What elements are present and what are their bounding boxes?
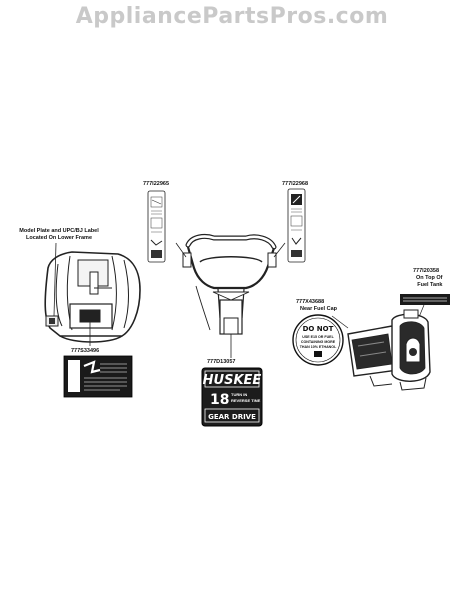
- model-plate-leader-line: [53, 242, 57, 317]
- fuel-warning-line1: USE E15 OR FUEL: [302, 335, 334, 339]
- fuel-cap-do-not-text: DO NOT: [303, 325, 334, 333]
- huskee-size-sub-2: REVERSE TINE: [231, 398, 261, 403]
- part-number-fuel-cap[interactable]: 777X43688: [296, 299, 325, 305]
- frame-label-decal[interactable]: [63, 355, 133, 398]
- huskee-decal[interactable]: HUSKEE 18 TURN IN REVERSE TINE GEAR DRIV…: [201, 367, 263, 427]
- fuel-warning-line2: CONTAINING MORE: [301, 340, 336, 344]
- tiller-frame-illustration[interactable]: [44, 251, 141, 343]
- fuel-tank-top-label[interactable]: [400, 294, 450, 305]
- right-decal-strip[interactable]: [287, 188, 306, 263]
- huskee-brand-text: HUSKEE: [203, 373, 262, 388]
- model-plate-note-line1: Model Plate and UPC/BJ Label: [19, 228, 99, 234]
- part-number-frame-label[interactable]: 777S33496: [71, 348, 100, 354]
- engine-illustration[interactable]: [347, 309, 431, 391]
- huskee-size-text: 18: [210, 392, 229, 408]
- fuel-tank-note: On Top Of Fuel Tank: [416, 275, 442, 288]
- fuel-tank-note-line1: On Top Of: [416, 275, 443, 281]
- part-number-left-decal[interactable]: 777I22965: [143, 181, 169, 187]
- fuel-warning-line3: THAN 10% ETHANOL: [300, 345, 337, 349]
- fuel-cap-note: Near Fuel Cap: [300, 306, 337, 312]
- part-number-right-decal[interactable]: 777I22968: [282, 181, 308, 187]
- part-number-fuel-tank[interactable]: 777I20358: [413, 268, 439, 274]
- fuel-cap-leader-line: [331, 315, 349, 329]
- fuel-tank-note-line2: Fuel Tank: [417, 281, 443, 288]
- part-number-center-decal[interactable]: 777D13057: [207, 359, 236, 365]
- huskee-size-sub-1: TURN IN: [231, 392, 247, 397]
- model-plate-note-line2: Located On Lower Frame: [25, 234, 92, 241]
- watermark: AppliancePartsPros.com: [75, 4, 389, 29]
- handlebar-assembly[interactable]: [175, 234, 286, 358]
- left-decal-strip[interactable]: [147, 190, 166, 263]
- huskee-drive-text: GEAR DRIVE: [208, 413, 256, 421]
- model-plate-note: Model Plate and UPC/BJ Label Located On …: [4, 228, 114, 241]
- fuel-cap-warning-decal[interactable]: DO NOT USE E15 OR FUEL CONTAINING MORE T…: [292, 314, 344, 366]
